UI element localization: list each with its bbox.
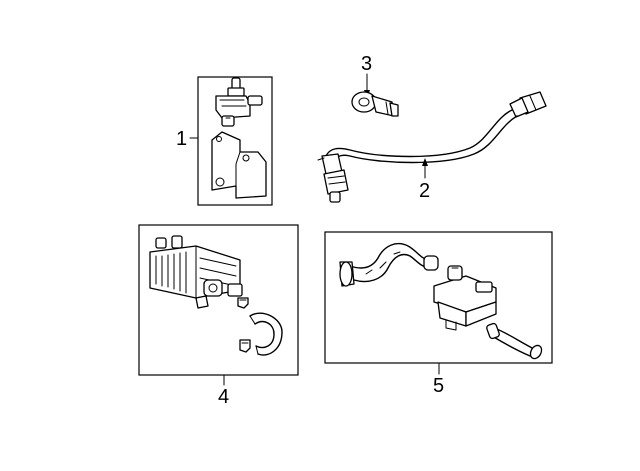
charcoal-canister-icon [149,235,243,309]
callout-2: 2 [419,180,430,202]
part-4-group: 4 [138,224,299,408]
part-5-group: 5 [324,231,553,397]
pressure-sensor-icon [433,265,497,331]
callout-5: 5 [433,375,444,397]
purge-valve-icon [215,77,263,127]
knock-sensor-icon [351,91,399,117]
part-1-frame [197,76,273,206]
callout-3: 3 [361,53,372,75]
hose-clip-lower-icon [239,339,251,353]
part-2-group: 2 [317,91,547,203]
part-1-group: 1 [176,76,273,206]
callout-1: 1 [176,128,187,150]
hose-clip-icon [237,297,249,309]
part-3-group: 3 [351,53,399,117]
vapor-hose-icon [249,312,283,356]
vapor-hose-upper-icon [339,242,439,287]
part-2-arrow [422,158,428,166]
part-4-frame [138,224,299,376]
callout-4: 4 [218,386,229,408]
mounting-bracket-icon [211,131,267,199]
vapor-hose-lower-icon [486,322,543,360]
oxygen-sensor-icon [317,91,547,203]
